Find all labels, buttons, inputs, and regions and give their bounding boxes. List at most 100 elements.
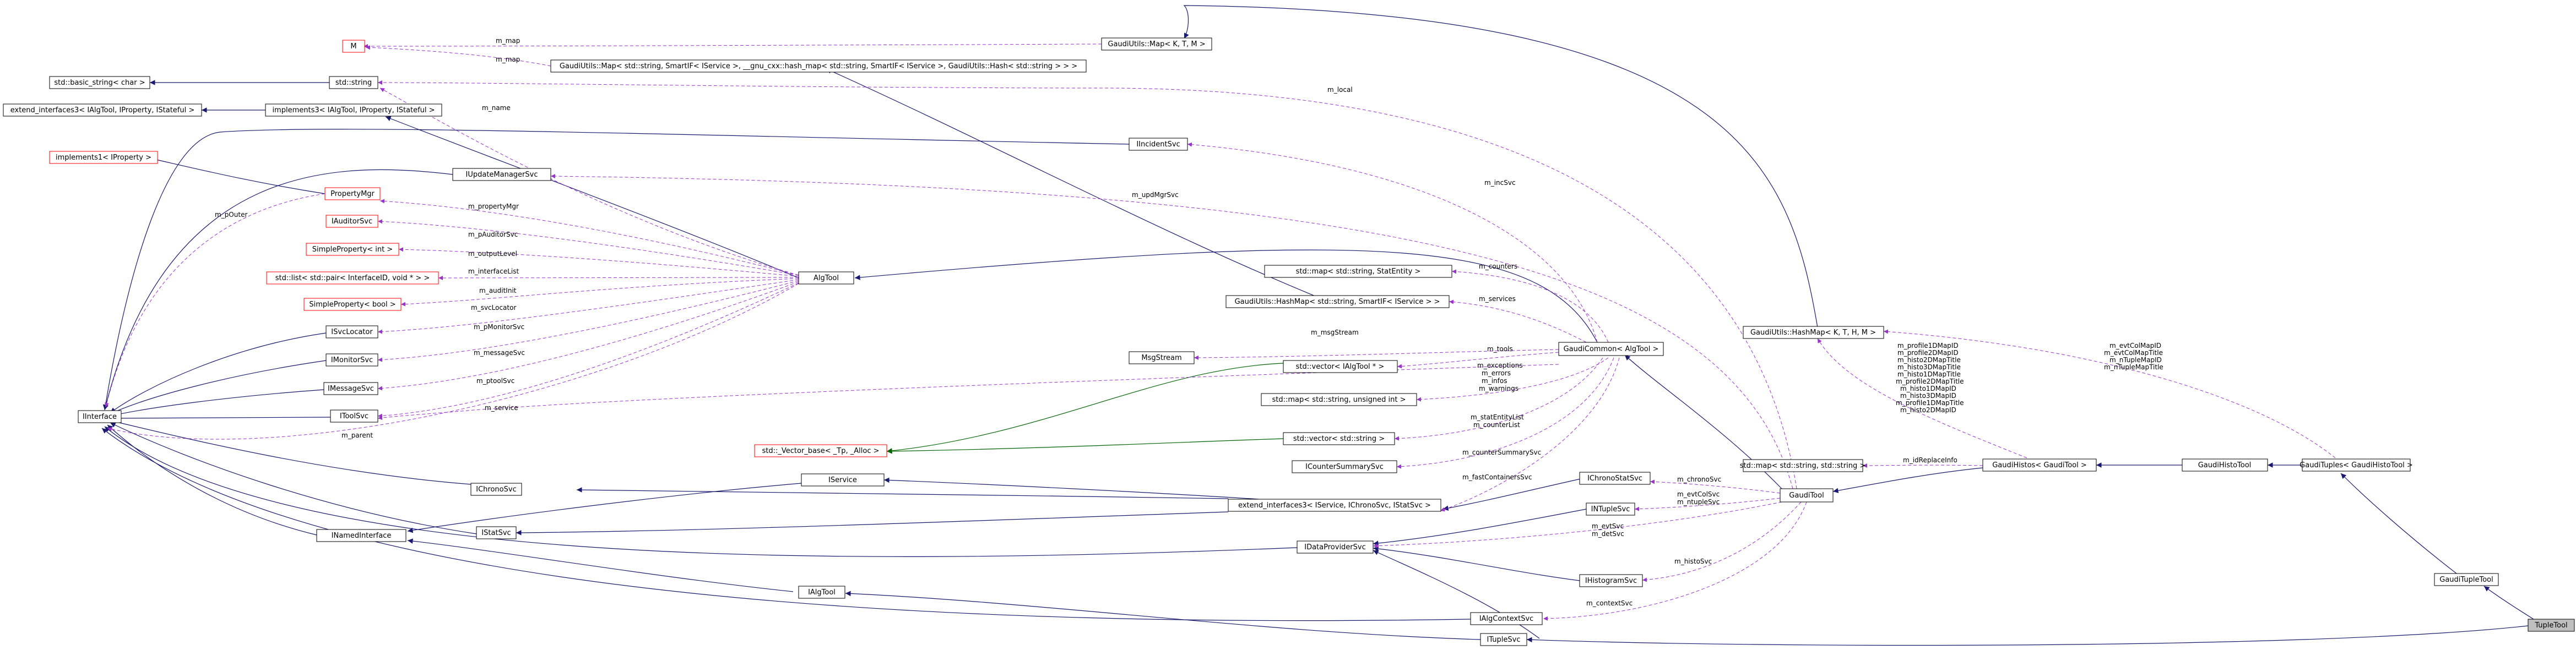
node-imonitorsvc[interactable]: IMonitorSvc [326, 353, 378, 367]
node-itoolsvc[interactable]: IToolSvc [330, 409, 378, 423]
node-gaudituple-tool[interactable]: GaudiTupleTool [2434, 573, 2499, 586]
edge-imonitor-to-interface [110, 360, 327, 414]
edge-use-m-parent [107, 283, 799, 440]
node-iincidentsvc[interactable]: IIncidentSvc [1129, 138, 1188, 151]
svg-text:std::_Vector_base< _Tp, _Alloc: std::_Vector_base< _Tp, _Alloc > [762, 447, 879, 455]
edge-label-m-updmgrsvc: m_updMgrSvc [1132, 191, 1179, 199]
node-inamedinterface[interactable]: INamedInterface [316, 529, 406, 542]
edge-use-m-name [379, 88, 799, 276]
node-algtool[interactable]: AlgTool [798, 271, 854, 285]
node-simpleproperty-int[interactable]: SimpleProperty< int > [306, 243, 399, 256]
node-gaudituples[interactable]: GaudiTuples< GaudiHistoTool > [2300, 458, 2413, 472]
edge-vector-algtool-to-vector-base [886, 363, 1284, 454]
edge-use-m-contextsvc [1543, 501, 1807, 621]
svg-text:GaudiHistos< GaudiTool >: GaudiHistos< GaudiTool > [1992, 461, 2087, 469]
node-vector-base[interactable]: std::_Vector_base< _Tp, _Alloc > [754, 444, 887, 457]
svg-text:ICounterSummarySvc: ICounterSummarySvc [1305, 463, 1384, 471]
edge-label-m-local: m_local [1327, 86, 1353, 94]
node-idataproviderSvc[interactable]: IDataProviderSvc [1297, 540, 1374, 554]
edge-use-m-service [377, 364, 1559, 420]
edge-label-m-errors: m_errors [1482, 369, 1511, 377]
node-map-uint[interactable]: std::map< std::string, unsigned int > [1261, 393, 1417, 406]
node-gauditool[interactable]: GaudiTool [1780, 488, 1834, 502]
node-list-pair[interactable]: std::list< std::pair< InterfaceID, void … [266, 271, 439, 285]
svg-text:IAuditorSvc: IAuditorSvc [332, 217, 372, 226]
node-std-string[interactable]: std::string [329, 76, 378, 89]
node-ichronostatsvc[interactable]: IChronoStatSvc [1579, 472, 1651, 485]
node-implements3[interactable]: implements3< IAlgTool, IProperty, IState… [265, 103, 442, 117]
svg-text:std::vector< std::string >: std::vector< std::string > [1293, 435, 1385, 443]
node-tupletool[interactable]: TupleTool [2528, 619, 2575, 632]
node-m[interactable]: M [342, 40, 365, 53]
node-extend-interfaces3-algtool[interactable]: extend_interfaces3< IAlgTool, IProperty,… [3, 103, 202, 117]
nodes: M std::string std::basic_string< char > … [3, 37, 2575, 646]
edge-algtool-to-implements3 [385, 116, 799, 278]
edge-label-m-infos: m_infos [1482, 377, 1507, 385]
edge-use-m-auditinit [400, 278, 799, 307]
edge-label-m-pouter: m_pOuter [215, 211, 247, 219]
svg-text:m_evtColMapID: m_evtColMapID [2109, 342, 2161, 349]
edge-label-histo-ids: m_profile1DMapID m_profile2DMapID m_hist… [1896, 342, 1964, 414]
edge-label-m-statentitylist: m_statEntityList [1471, 413, 1524, 421]
node-ialgtool[interactable]: IAlgTool [798, 586, 845, 599]
svg-text:IChronoStatSvc: IChronoStatSvc [1587, 474, 1642, 483]
svg-text:M: M [350, 42, 356, 51]
edge-use-m-msgstream [1194, 349, 1559, 360]
edge-label-m-countersummarysvc: m_counterSummarySvc [1462, 449, 1541, 456]
node-ihistogramsvc[interactable]: IHistogramSvc [1579, 574, 1643, 587]
edge-hashmap-string-to-map-string [826, 68, 1322, 299]
svg-text:AlgTool: AlgTool [814, 274, 839, 282]
edge-label-m-idreplaceinfo: m_idReplaceInfo [1903, 456, 1957, 464]
edge-use-m-propertymgr [379, 199, 799, 276]
svg-text:INTupleSvc: INTupleSvc [1591, 505, 1630, 514]
node-basic-string[interactable]: std::basic_string< char > [49, 76, 150, 89]
node-icountersummarysvc[interactable]: ICounterSummarySvc [1292, 460, 1397, 473]
edge-gaudicommon-to-algtool [854, 249, 1598, 343]
node-ialgcontextsvc[interactable]: IAlgContextSvc [1470, 612, 1543, 625]
edge-use-m-svclocator [377, 279, 799, 334]
node-intuplesvc[interactable]: INTupleSvc [1586, 502, 1635, 516]
edge-label-tuple-ids: m_evtColMapID m_evtColMapTitle m_nTupleM… [2104, 342, 2163, 371]
svg-text:IDataProviderSvc: IDataProviderSvc [1304, 543, 1366, 551]
node-iservice[interactable]: IService [801, 473, 885, 487]
edge-label-m-ntuplesvc: m_ntupleSvc [1677, 498, 1720, 506]
node-vector-string[interactable]: std::vector< std::string > [1283, 432, 1395, 445]
node-hashmap-kthm[interactable]: GaudiUtils::HashMap< K, T, H, M > [1743, 326, 1884, 339]
edge-use-m-map-1 [363, 43, 1102, 48]
edge-ituplesvc-to-ialgtool [845, 591, 1481, 640]
node-iauditorsvc[interactable]: IAuditorSvc [326, 215, 378, 228]
node-msgstream[interactable]: MsgStream [1129, 351, 1195, 364]
node-hashmap-string[interactable]: GaudiUtils::HashMap< std::string, SmartI… [1225, 295, 1450, 308]
node-gaudicommon[interactable]: GaudiCommon< AlgTool > [1558, 342, 1664, 356]
edge-label-m-counters: m_counters [1479, 263, 1517, 270]
svg-text:GaudiUtils::Map< K, T, M >: GaudiUtils::Map< K, T, M > [1108, 40, 1205, 48]
edge-label-m-services: m_services [1479, 295, 1516, 303]
edge-label-m-fastcontainerssvc: m_fastContainersSvc [1462, 473, 1532, 481]
node-extend-interfaces3-service[interactable]: extend_interfaces3< IService, IChronoSvc… [1228, 499, 1441, 512]
node-implements1[interactable]: implements1< IProperty > [49, 151, 158, 164]
node-iinterface[interactable]: IInterface [78, 410, 122, 423]
node-istatsvc[interactable]: IStatSvc [476, 526, 517, 539]
svg-text:extend_interfaces3< IService,: extend_interfaces3< IService, IChronoSvc… [1238, 501, 1431, 510]
node-iupdatemanagersvc[interactable]: IUpdateManagerSvc [452, 168, 551, 181]
node-gaudiutils-map[interactable]: GaudiUtils::Map< K, T, M > [1101, 37, 1212, 51]
node-ichronosvc[interactable]: IChronoSvc [470, 483, 522, 496]
node-propertymgr[interactable]: PropertyMgr [324, 187, 381, 200]
node-gaudihistos-gauditool[interactable]: GaudiHistos< GaudiTool > [1982, 458, 2097, 472]
node-ituplesvc[interactable]: ITupleSvc [1480, 633, 1527, 646]
svg-text:INamedInterface: INamedInterface [332, 532, 392, 540]
node-map-string-string[interactable]: std::map< std::string, std::string > [1740, 459, 1865, 472]
node-simpleproperty-bool[interactable]: SimpleProperty< bool > [303, 298, 402, 311]
edge-use-m-map-2 [365, 45, 551, 67]
edge-algcontext-to-interface [101, 428, 1471, 621]
edge-istat-to-interface [110, 422, 477, 534]
edge-use-m-histo-ids [1817, 338, 2027, 458]
node-vector-algtool[interactable]: std::vector< IAlgTool * > [1283, 360, 1398, 373]
svg-text:std::map< std::string, StatEnt: std::map< std::string, StatEntity > [1296, 267, 1421, 276]
svg-text:ISvcLocator: ISvcLocator [331, 328, 373, 336]
node-gaudiutils-map-string[interactable]: GaudiUtils::Map< std::string, SmartIF< I… [550, 59, 1087, 73]
node-isvclocator[interactable]: ISvcLocator [326, 325, 378, 338]
node-gaudihistotool[interactable]: GaudiHistoTool [2182, 458, 2268, 472]
node-map-statentity[interactable]: std::map< std::string, StatEntity > [1264, 265, 1452, 278]
node-imessagesvc[interactable]: IMessageSvc [323, 382, 378, 395]
